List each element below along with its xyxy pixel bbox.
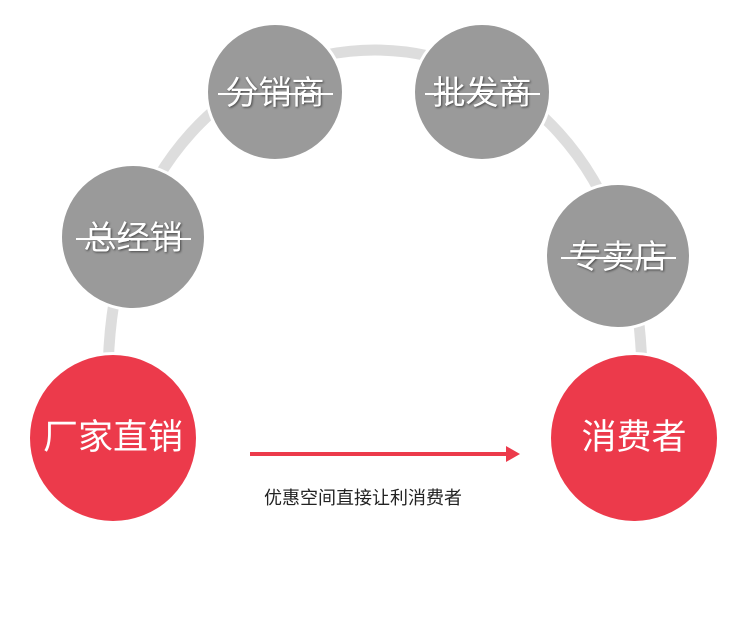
strikethrough-line [217,92,333,95]
node-general-distributor-label: 总经销 [75,221,191,254]
node-factory-direct-label: 厂家直销 [42,417,183,458]
strikethrough-line [424,92,540,95]
node-franchise-store: 专卖店 [544,182,692,330]
node-sub-distributor-label: 分销商 [217,76,333,109]
benefit-caption: 优惠空间直接让利消费者 [264,488,462,509]
strikethrough-line [560,256,676,259]
strikethrough-line [75,237,191,240]
node-sub-distributor: 分销商 [205,22,345,162]
node-franchise-store-label: 专卖店 [560,240,676,273]
node-factory-direct: 厂家直销 [27,352,199,524]
node-consumer: 消费者 [548,352,720,524]
node-wholesaler: 批发商 [412,22,552,162]
direct-arrow [250,446,520,462]
node-general-distributor: 总经销 [59,163,207,311]
arrow-head [506,446,520,462]
node-wholesaler-label: 批发商 [424,76,540,109]
node-consumer-label: 消费者 [581,417,687,458]
